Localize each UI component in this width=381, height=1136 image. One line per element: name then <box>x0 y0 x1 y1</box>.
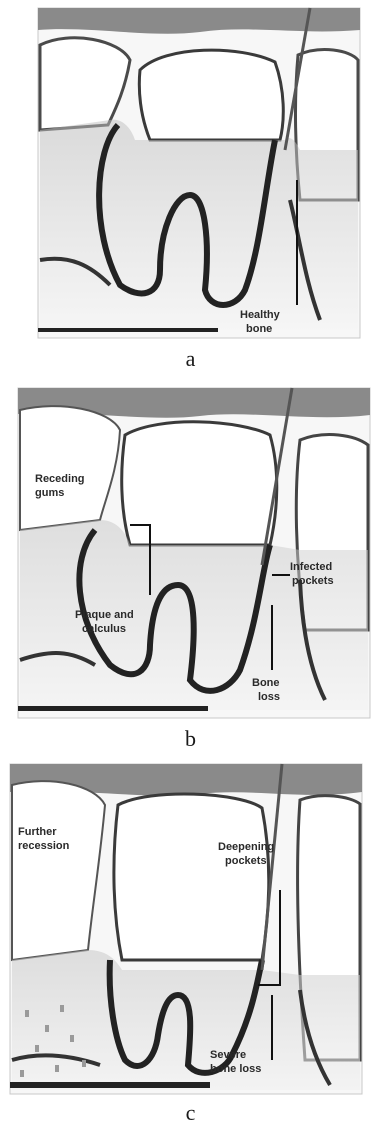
label-deepening-pockets-1: Deepening <box>218 841 274 853</box>
panel-c: Further recession Deepening pockets Seve… <box>0 760 381 1136</box>
panel-a-illustration: Healthy bone <box>0 0 381 345</box>
label-receding-gums-2: gums <box>35 487 64 499</box>
label-healthy-bone-1: Healthy <box>240 309 281 321</box>
label-plaque-calculus-1: Plaque and <box>75 609 134 621</box>
caption-c: c <box>0 1100 381 1126</box>
panel-c-central-crown <box>114 794 269 960</box>
panel-a: Healthy bone a <box>0 0 381 380</box>
label-healthy-bone-2: bone <box>246 323 272 335</box>
label-bone-loss-1: Bone <box>252 677 280 689</box>
panel-a-gum <box>40 120 358 330</box>
caption-b: b <box>0 726 381 752</box>
label-further-recession-2: recession <box>18 840 70 852</box>
panel-c-scale-bar <box>10 1082 210 1088</box>
label-further-recession-1: Further <box>18 826 57 838</box>
label-severe-bone-loss-2: bone loss <box>210 1063 261 1075</box>
panel-b: Receding gums Infected pockets Plaque an… <box>0 380 381 760</box>
caption-a: a <box>0 346 381 372</box>
label-infected-pockets-2: pockets <box>292 575 334 587</box>
label-plaque-calculus-2: calculus <box>82 623 126 635</box>
panel-b-scale-bar <box>18 706 208 711</box>
panel-a-scale-bar <box>38 328 218 332</box>
panel-c-illustration: Further recession Deepening pockets Seve… <box>0 760 381 1100</box>
panel-b-illustration: Receding gums Infected pockets Plaque an… <box>0 380 381 725</box>
panel-a-central-crown <box>139 50 283 140</box>
label-severe-bone-loss-1: Severe <box>210 1049 246 1061</box>
label-bone-loss-2: loss <box>258 691 280 703</box>
label-infected-pockets-1: Infected <box>290 561 332 573</box>
panel-b-central-crown <box>122 422 277 545</box>
label-receding-gums-1: Receding <box>35 473 85 485</box>
label-deepening-pockets-2: pockets <box>225 855 267 867</box>
